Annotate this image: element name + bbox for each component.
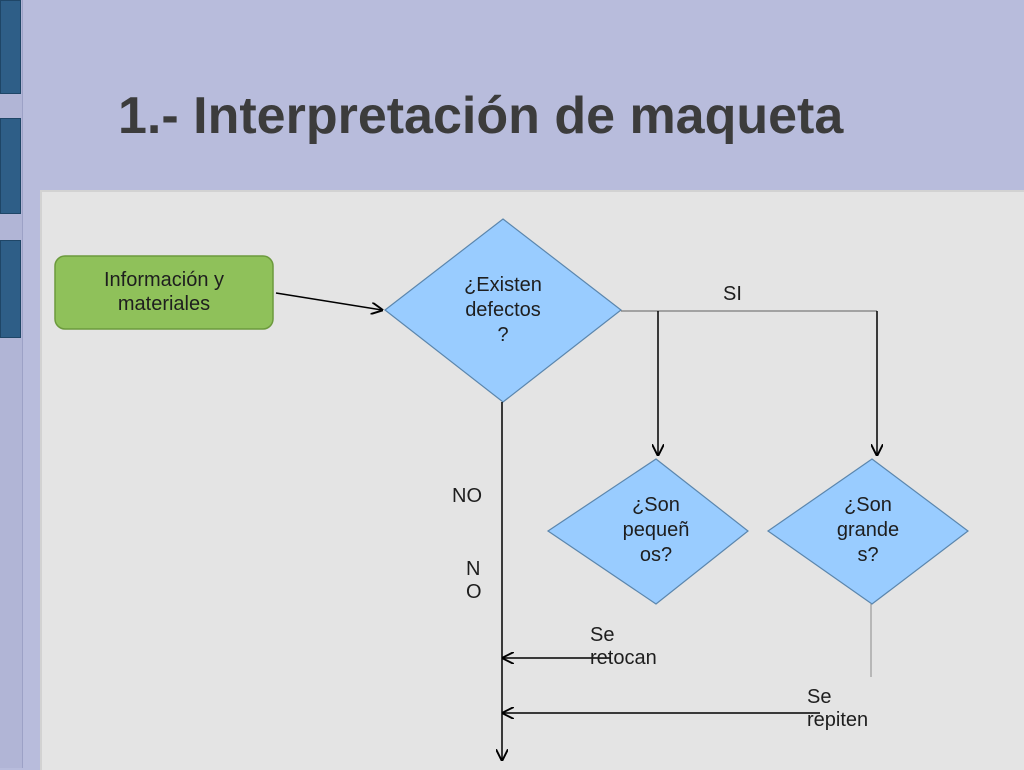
label-no-2: N O	[466, 558, 482, 603]
slide-title: 1.- Interpretación de maqueta	[118, 87, 844, 145]
label-repeat: Se repiten	[807, 686, 869, 731]
label-retouch: Se retocan	[590, 624, 657, 669]
start-box	[54, 255, 274, 330]
arrow-start-to-defects	[275, 292, 382, 310]
label-no-1: NO	[452, 485, 482, 507]
decision-large-diamond	[766, 458, 969, 605]
decision-large-label: ¿Son grande s?	[836, 494, 900, 566]
side-tab-1	[0, 0, 21, 94]
side-tab-2	[0, 118, 21, 214]
decision-defects-diamond	[384, 218, 622, 403]
decision-defects-label: ¿Existen defectos ?	[464, 274, 542, 346]
decision-small-diamond	[546, 458, 749, 605]
label-yes: SI	[723, 283, 742, 305]
side-tab-3	[0, 240, 21, 338]
start-box-label: Información y materiales	[103, 269, 225, 315]
decision-small-label: ¿Son pequeñ os?	[622, 494, 690, 566]
